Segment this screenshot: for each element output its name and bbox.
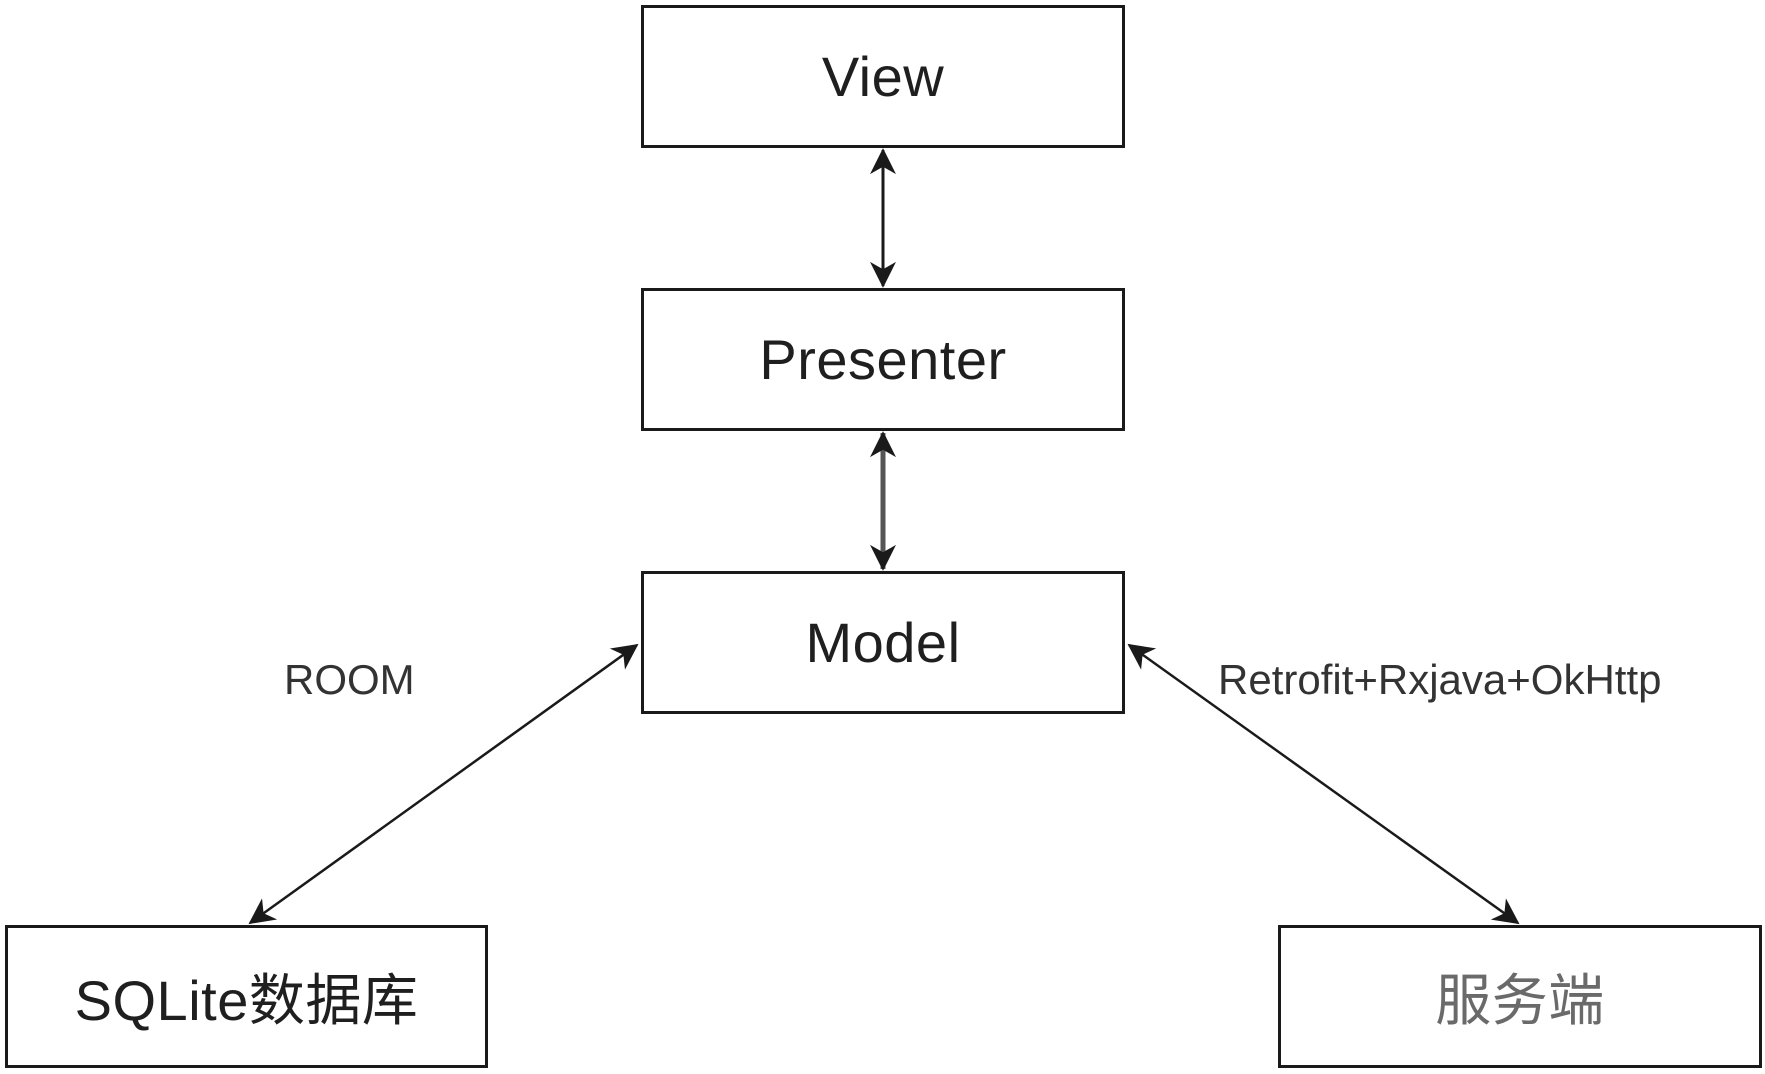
- network-edge-label: Retrofit+Rxjava+OkHttp: [1218, 656, 1662, 703]
- arrow-model-server: [1127, 643, 1520, 925]
- server-label: 服务端: [1435, 969, 1605, 1032]
- model-node: Model: [641, 571, 1125, 714]
- view-label: View: [821, 45, 945, 108]
- server-node: 服务端: [1278, 925, 1762, 1068]
- presenter-node: Presenter: [641, 288, 1125, 431]
- room-edge-label: ROOM: [284, 656, 415, 703]
- model-label: Model: [805, 611, 961, 674]
- arrow-model-sqlite: [248, 643, 639, 925]
- sqlite-node: SQLite数据库: [5, 925, 488, 1068]
- sqlite-label: SQLite数据库: [74, 969, 419, 1032]
- presenter-label: Presenter: [759, 328, 1007, 391]
- view-node: View: [641, 5, 1125, 148]
